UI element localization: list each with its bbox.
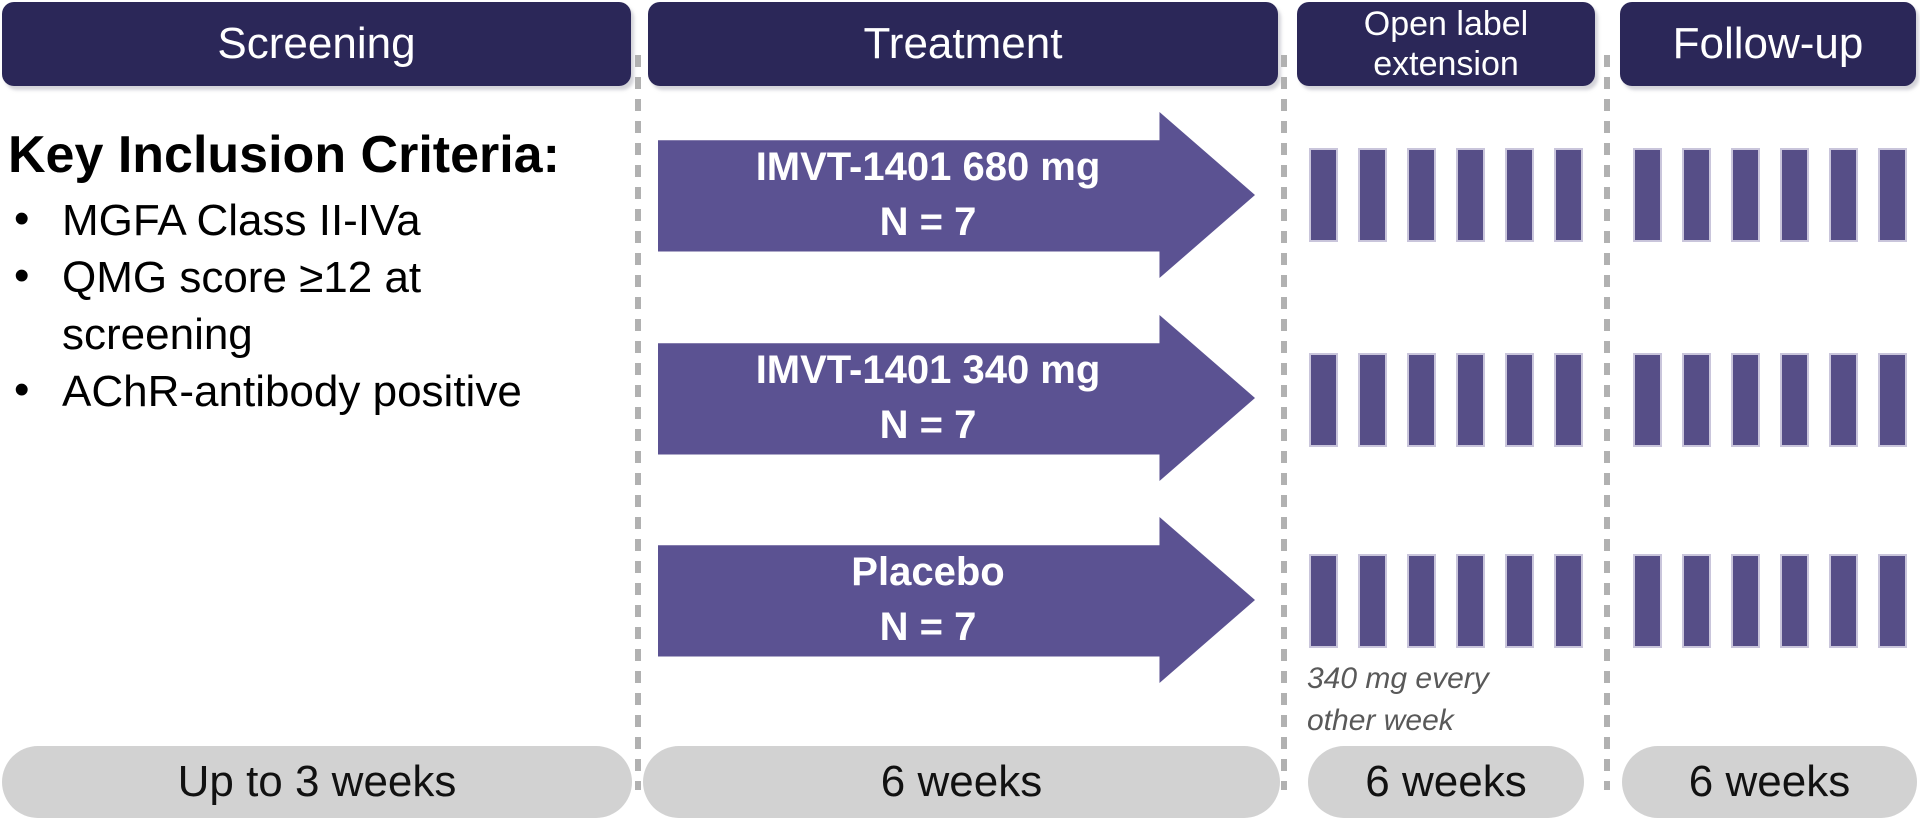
inclusion-criterion-mgfa: MGFA Class II-IVa: [62, 196, 421, 245]
dose-bar: [1829, 353, 1858, 447]
dose-bar: [1682, 554, 1711, 648]
dose-bar: [1505, 554, 1534, 648]
arm-n-label: N = 7: [879, 605, 977, 649]
column-header-screening: Screening: [2, 2, 631, 86]
dose-bar: [1358, 353, 1387, 447]
column-separator-1: [635, 55, 641, 790]
column-header-open-label-line2: extension: [1373, 45, 1519, 83]
treatment-arm-680mg-text: IMVT-1401 680 mg N = 7: [658, 112, 1198, 278]
ole-dose-row-2: [1309, 353, 1583, 447]
ole-dosing-note: 340 mg every other week: [1307, 658, 1537, 742]
bullet-marker: •: [14, 194, 30, 243]
dose-bar: [1407, 148, 1436, 242]
duration-label: 6 weeks: [1688, 757, 1851, 806]
dose-bar: [1309, 554, 1338, 648]
bullet-marker: •: [14, 365, 30, 414]
column-separator-2: [1281, 55, 1287, 790]
ole-dose-row-3: [1309, 554, 1583, 648]
arm-n-label: N = 7: [879, 200, 977, 244]
dose-bar: [1829, 554, 1858, 648]
column-header-treatment-label: Treatment: [863, 19, 1063, 68]
follow-up-dose-row-3: [1633, 554, 1907, 648]
follow-up-dose-row-1: [1633, 148, 1907, 242]
column-header-screening-label: Screening: [217, 19, 416, 68]
inclusion-criteria-block: Key Inclusion Criteria: • MGFA Class II-…: [8, 124, 636, 420]
dose-bar: [1456, 353, 1485, 447]
column-header-follow-up-label: Follow-up: [1672, 19, 1864, 68]
dose-bar: [1554, 353, 1583, 447]
dose-bar: [1554, 148, 1583, 242]
treatment-arm-placebo: Placebo N = 7: [658, 517, 1255, 683]
dose-bar: [1829, 148, 1858, 242]
ole-dose-row-1: [1309, 148, 1583, 242]
column-header-treatment: Treatment: [648, 2, 1278, 86]
dose-bar: [1633, 353, 1662, 447]
dose-bar: [1731, 148, 1760, 242]
treatment-arm-340mg: IMVT-1401 340 mg N = 7: [658, 315, 1255, 481]
dose-bar: [1358, 148, 1387, 242]
arm-n-label: N = 7: [879, 403, 977, 447]
duration-label: Up to 3 weeks: [177, 757, 457, 806]
dose-bar: [1456, 148, 1485, 242]
duration-pill-open-label-extension: 6 weeks: [1308, 746, 1584, 818]
dose-bar: [1780, 554, 1809, 648]
dose-bar: [1878, 554, 1907, 648]
dose-bar: [1731, 353, 1760, 447]
arm-dose-label: IMVT-1401 340 mg: [755, 348, 1101, 392]
dose-bar: [1358, 554, 1387, 648]
inclusion-criterion-achr: AChR-antibody positive: [62, 367, 522, 416]
dose-bar: [1878, 148, 1907, 242]
follow-up-dose-row-2: [1633, 353, 1907, 447]
inclusion-criterion-qmg: QMG score ≥12 at screening: [62, 253, 422, 359]
ole-dosing-note-line2: other week: [1307, 704, 1454, 737]
dose-bar: [1456, 554, 1485, 648]
list-item: • QMG score ≥12 at screening: [8, 249, 598, 363]
duration-pill-screening: Up to 3 weeks: [2, 746, 632, 818]
dose-bar: [1780, 353, 1809, 447]
dose-bar: [1682, 353, 1711, 447]
dose-bar: [1731, 554, 1760, 648]
dose-bar: [1633, 148, 1662, 242]
dose-bar: [1407, 554, 1436, 648]
ole-dosing-note-line1: 340 mg every: [1307, 662, 1489, 695]
duration-pill-follow-up: 6 weeks: [1622, 746, 1917, 818]
duration-pill-treatment: 6 weeks: [643, 746, 1280, 818]
duration-label: 6 weeks: [1365, 757, 1527, 806]
dose-bar: [1878, 353, 1907, 447]
dose-bar: [1554, 554, 1583, 648]
column-header-open-label-line1: Open label: [1363, 5, 1529, 43]
list-item: • AChR-antibody positive: [8, 363, 598, 420]
column-header-open-label-extension: Open label extension: [1297, 2, 1595, 86]
dose-bar: [1505, 148, 1534, 242]
dose-bar: [1682, 148, 1711, 242]
arm-dose-label: IMVT-1401 680 mg: [755, 145, 1101, 189]
bullet-marker: •: [14, 251, 30, 300]
treatment-arm-340mg-text: IMVT-1401 340 mg N = 7: [658, 315, 1198, 481]
dose-bar: [1780, 148, 1809, 242]
duration-label: 6 weeks: [880, 757, 1043, 806]
inclusion-criteria-list: • MGFA Class II-IVa • QMG score ≥12 at s…: [8, 192, 598, 420]
inclusion-criteria-heading: Key Inclusion Criteria:: [8, 126, 560, 184]
arm-dose-label: Placebo: [851, 550, 1005, 594]
column-header-follow-up: Follow-up: [1620, 2, 1916, 86]
dose-bar: [1633, 554, 1662, 648]
dose-bar: [1407, 353, 1436, 447]
dose-bar: [1309, 353, 1338, 447]
list-item: • MGFA Class II-IVa: [8, 192, 598, 249]
dose-bar: [1309, 148, 1338, 242]
treatment-arm-680mg: IMVT-1401 680 mg N = 7: [658, 112, 1255, 278]
treatment-arm-placebo-text: Placebo N = 7: [658, 517, 1198, 683]
dose-bar: [1505, 353, 1534, 447]
column-separator-3: [1604, 55, 1610, 790]
